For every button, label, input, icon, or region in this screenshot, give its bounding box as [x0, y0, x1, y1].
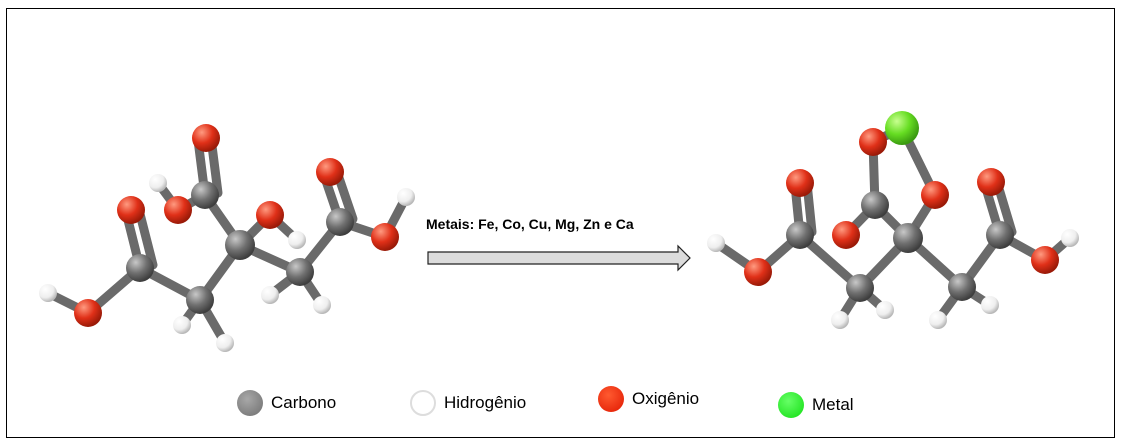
oxygen-atom — [921, 181, 949, 209]
legend-item-hydrogen: Hidrogênio — [410, 390, 526, 416]
reaction-diagram — [39, 111, 1079, 352]
hydrogen-atom — [173, 316, 191, 334]
carbon-atom — [948, 273, 976, 301]
legend-item-metal: Metal — [778, 392, 854, 418]
oxygen-atom — [316, 158, 344, 186]
carbon-atom — [786, 221, 814, 249]
oxygen-atom — [192, 124, 220, 152]
citric-acid-molecule — [39, 124, 415, 352]
atoms-right — [707, 111, 1079, 329]
hydrogen-atom — [397, 188, 415, 206]
carbon-atom — [986, 221, 1014, 249]
carbon-atom — [186, 286, 214, 314]
oxygen-atom — [744, 258, 772, 286]
hydrogen-atom — [1061, 229, 1079, 247]
legend-item-oxygen: Oxigênio — [598, 386, 699, 412]
hydrogen-atom — [929, 311, 947, 329]
hydrogen-atom — [39, 284, 57, 302]
legend-label-oxygen: Oxigênio — [632, 389, 700, 408]
carbon-atom-icon — [237, 390, 263, 416]
hydrogen-atom — [261, 286, 279, 304]
legend-label-hydrogen: Hidrogênio — [444, 393, 527, 412]
hydrogen-atom — [707, 234, 725, 252]
legend-label-carbon: Carbono — [271, 393, 337, 412]
hydrogen-atom — [313, 296, 331, 314]
metal-citrate-molecule — [707, 111, 1079, 329]
oxygen-atom — [1031, 246, 1059, 274]
oxygen-atom — [117, 196, 145, 224]
oxygen-atom — [256, 201, 284, 229]
hydrogen-atom-icon — [410, 390, 436, 416]
oxygen-atom — [786, 169, 814, 197]
oxygen-atom-icon — [598, 386, 624, 412]
hydrogen-atom — [876, 301, 894, 319]
reaction-condition-label: Metais: Fe, Co, Cu, Mg, Zn e Ca — [426, 216, 634, 232]
oxygen-atom — [371, 223, 399, 251]
atoms-left — [39, 124, 415, 352]
carbon-atom — [846, 274, 874, 302]
hydrogen-atom — [288, 231, 306, 249]
carbon-atom — [326, 208, 354, 236]
oxygen-atom — [832, 221, 860, 249]
carbon-atom — [893, 223, 923, 253]
carbon-atom — [286, 258, 314, 286]
hydrogen-atom — [216, 334, 234, 352]
carbon-atom — [225, 230, 255, 260]
metal-atom — [885, 111, 919, 145]
oxygen-atom — [164, 196, 192, 224]
bonds-right — [711, 123, 1075, 325]
hydrogen-atom — [831, 311, 849, 329]
reaction-arrow — [427, 244, 691, 272]
hydrogen-atom — [981, 296, 999, 314]
oxygen-atom — [859, 128, 887, 156]
metal-atom-icon — [778, 392, 804, 418]
legend-label-metal: Metal — [812, 395, 854, 414]
carbon-atom — [126, 254, 154, 282]
hydrogen-atom — [149, 174, 167, 192]
carbon-atom — [861, 191, 889, 219]
oxygen-atom — [74, 299, 102, 327]
carbon-atom — [191, 181, 219, 209]
oxygen-atom — [977, 168, 1005, 196]
legend-item-carbon: Carbono — [237, 390, 336, 416]
